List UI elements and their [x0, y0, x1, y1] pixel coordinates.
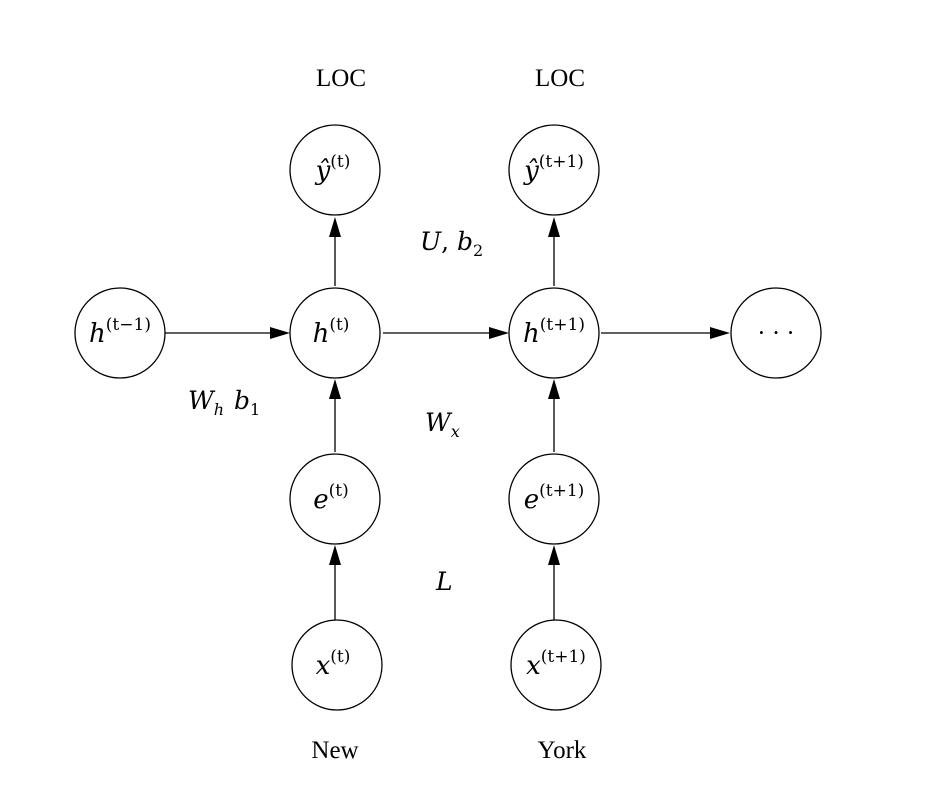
node-e-t1: e(t+1)	[508, 453, 600, 545]
node-h-prev-label: h(t−1)	[89, 315, 151, 349]
arrowhead-et-ht	[329, 379, 341, 399]
param-label-l: L	[435, 567, 453, 596]
arrowhead-ht1-hnext	[710, 327, 730, 339]
arrowhead-xt1-et1	[548, 545, 560, 565]
node-y-t1: ŷ(t+1)	[508, 124, 600, 216]
edges	[165, 217, 730, 620]
arrowhead-et1-ht1	[548, 379, 560, 399]
node-x-t: x(t)	[291, 619, 383, 711]
node-x-t1: x(t+1)	[510, 619, 602, 711]
node-h-next: · · ·	[730, 287, 822, 379]
input-word-t: New	[311, 737, 358, 764]
arrowhead-ht-yt	[329, 217, 341, 237]
node-h-t: h(t)	[289, 287, 381, 379]
param-label-u-b2: U, b2	[420, 227, 483, 260]
node-h-t1: h(t+1)	[508, 287, 600, 379]
node-x-t-label: x(t)	[316, 647, 351, 681]
node-h-t-label: h(t)	[313, 315, 350, 349]
node-y-t1-label: ŷ(t+1)	[523, 152, 584, 186]
arrowhead-ht-ht1	[489, 327, 509, 339]
arrowhead-hprev-ht	[270, 327, 290, 339]
node-e-t-label: e(t)	[313, 481, 349, 515]
node-y-t-label: ŷ(t)	[315, 152, 351, 186]
output-label-t: LOC	[316, 65, 366, 92]
node-h-t1-label: h(t+1)	[523, 315, 585, 349]
param-label-wx: Wx	[425, 408, 460, 441]
arrowhead-ht1-yt1	[548, 217, 560, 237]
node-e-t: e(t)	[289, 453, 381, 545]
output-label-t1: LOC	[535, 65, 585, 92]
input-word-t1: York	[538, 737, 587, 764]
node-h-next-label: · · ·	[757, 320, 794, 347]
node-x-t1-label: x(t+1)	[526, 647, 586, 681]
node-e-t1-label: e(t+1)	[524, 481, 585, 515]
node-y-t: ŷ(t)	[289, 124, 381, 216]
node-h-prev: h(t−1)	[74, 287, 166, 379]
arrowhead-xt-et	[329, 545, 341, 565]
